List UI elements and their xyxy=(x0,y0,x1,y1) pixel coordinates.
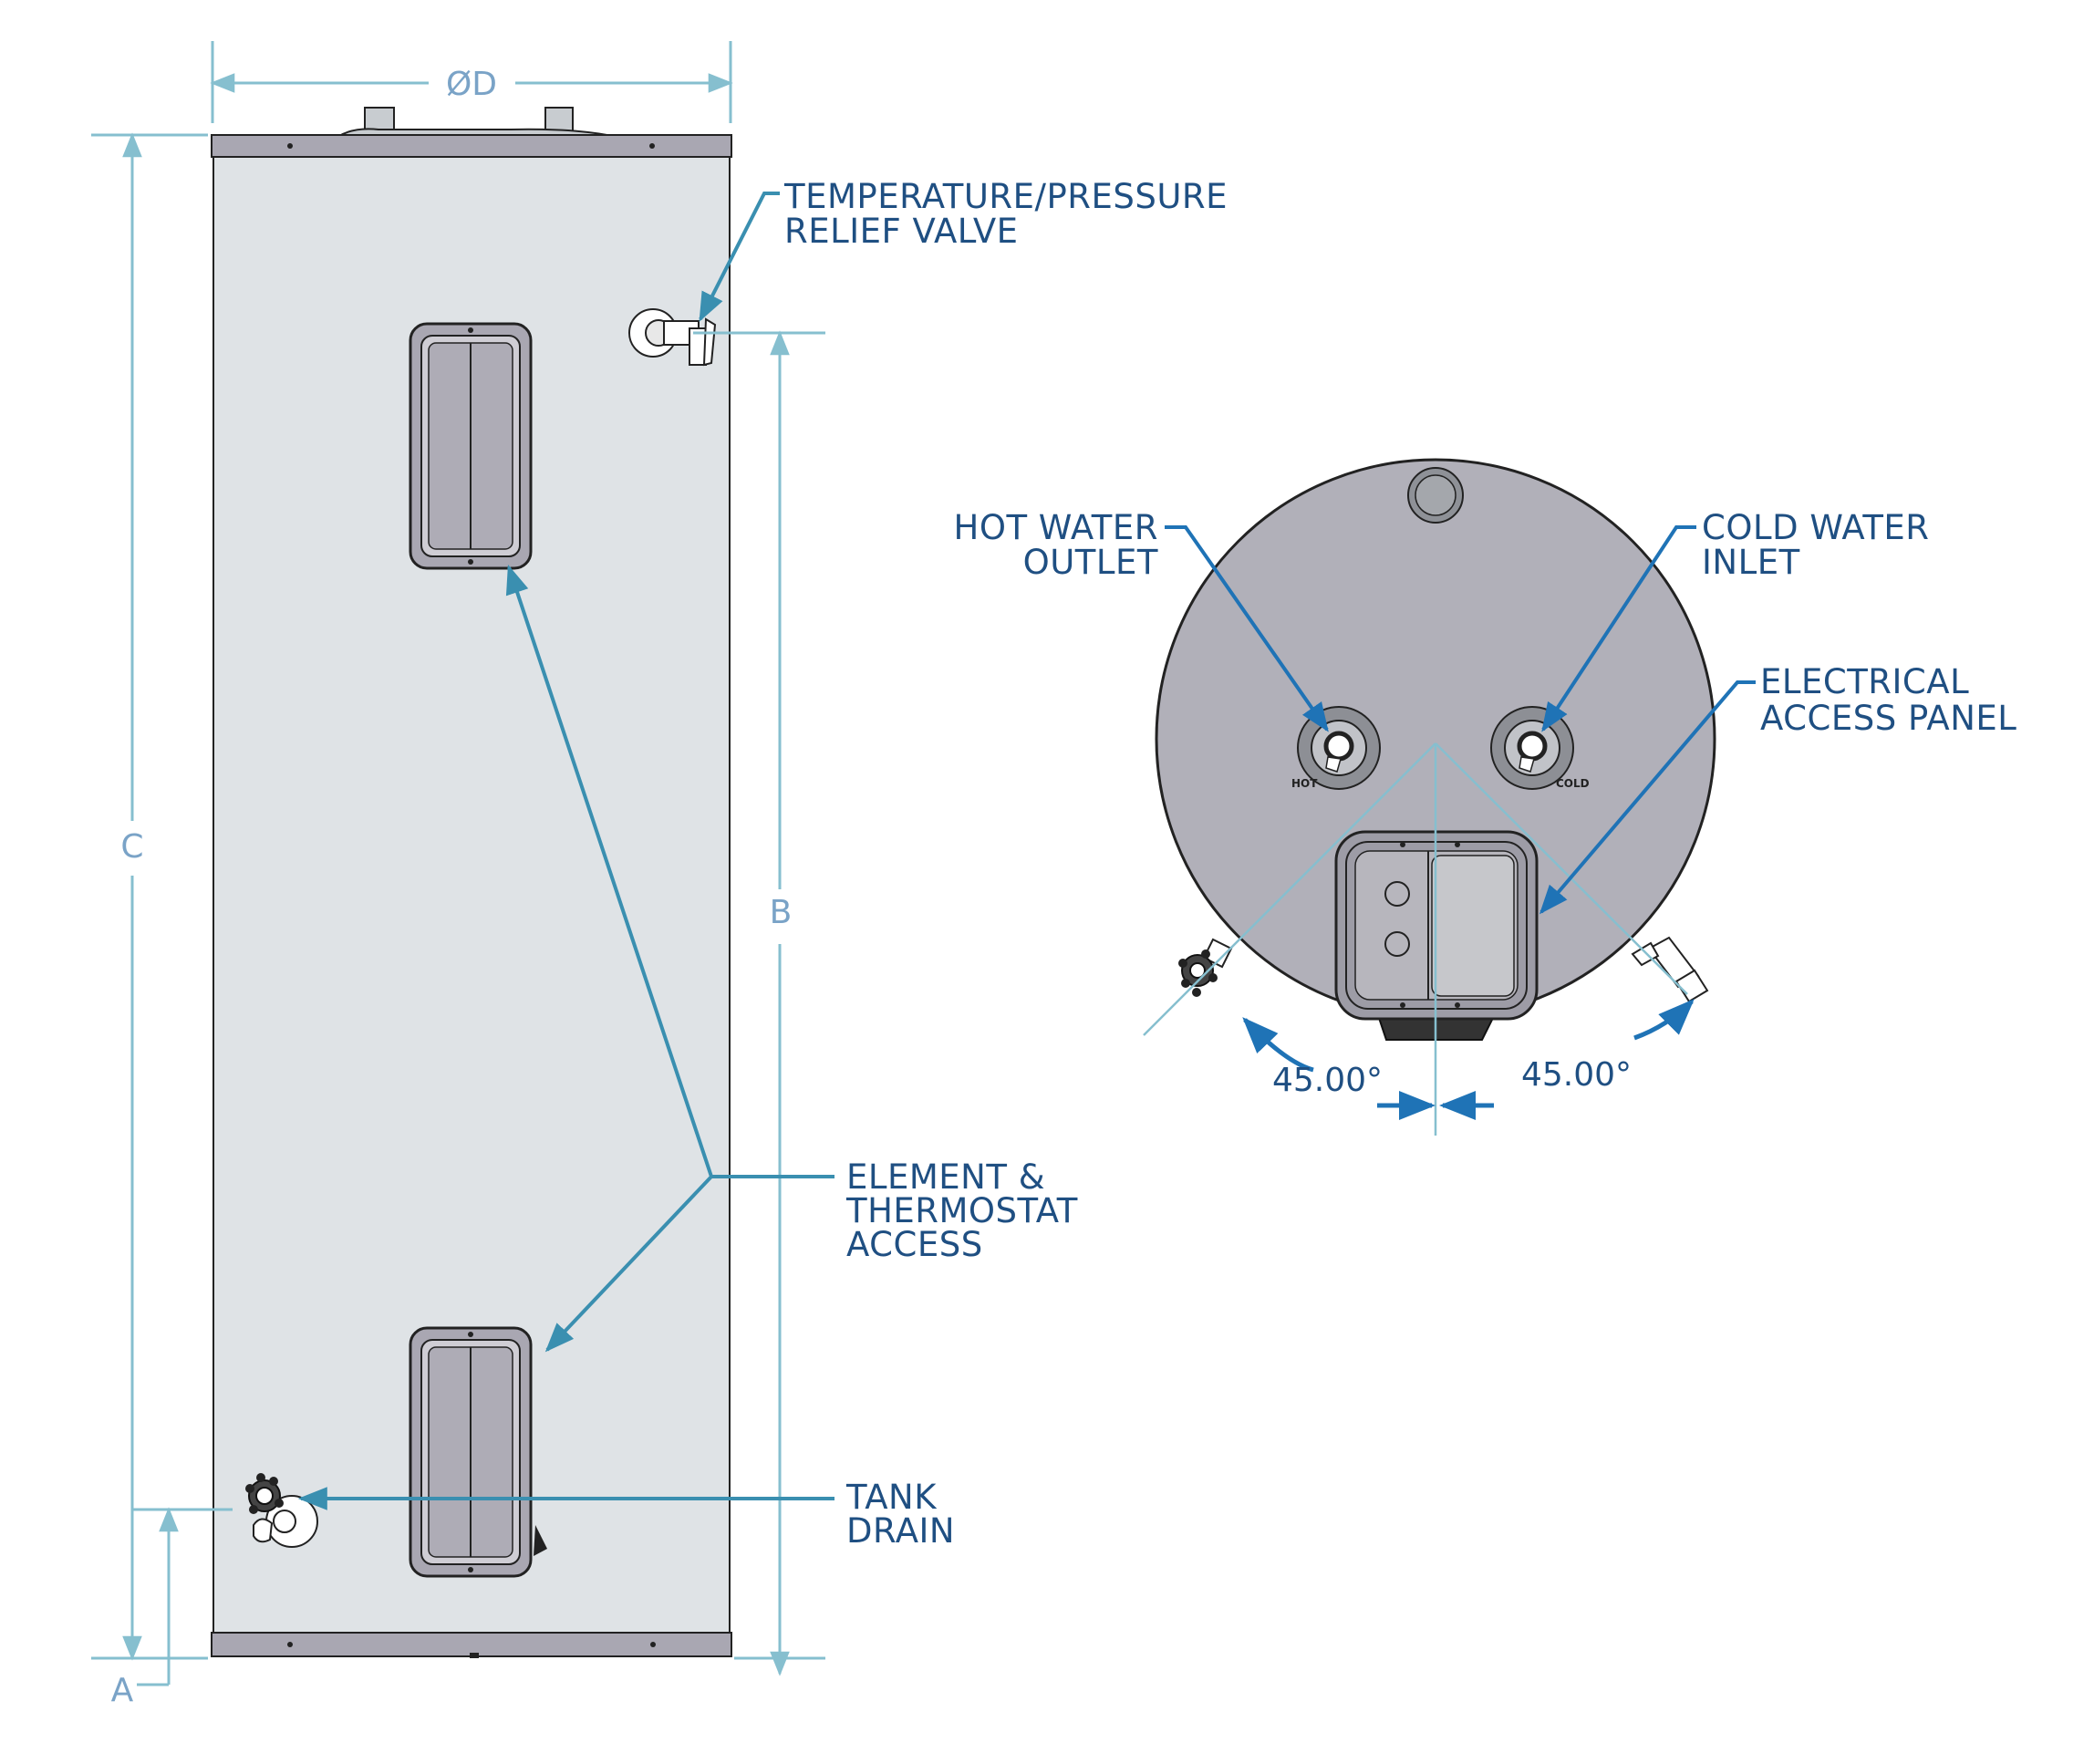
angle-left-label: 45.00° xyxy=(1272,1062,1383,1099)
height-a-label: A xyxy=(111,1672,134,1709)
hot-label-line1: HOT WATER xyxy=(954,508,1159,547)
drain-label-line1: TANK xyxy=(845,1478,938,1517)
electrical-label-line2: ACCESS PANEL xyxy=(1760,699,2016,738)
cold-label-line1: COLD WATER xyxy=(1702,508,1930,547)
top-dimensions xyxy=(1143,742,1688,1136)
element-label-line2: THERMOSTAT xyxy=(845,1191,1078,1230)
diameter-label: ØD xyxy=(446,66,497,103)
element-label-line1: ELEMENT & xyxy=(846,1157,1045,1197)
front-leaders xyxy=(297,192,834,1510)
front-view xyxy=(211,107,732,1658)
top-tp-valve xyxy=(1631,936,1709,1003)
tp-valve-label-line2: RELIEF VALVE xyxy=(784,212,1019,251)
electrical-label-line1: ELECTRICAL xyxy=(1760,662,1969,701)
top-leaders xyxy=(1165,525,1756,915)
tp-relief-valve xyxy=(628,308,717,367)
top-drain-valve xyxy=(1178,938,1233,997)
element-label-line3: ACCESS xyxy=(846,1225,983,1264)
cold-small-label: COLD xyxy=(1556,777,1590,790)
upper-access-panel xyxy=(409,322,533,570)
top-cap xyxy=(211,134,732,158)
cold-label-line2: INLET xyxy=(1702,543,1800,582)
lower-access-panel xyxy=(409,1326,547,1578)
top-view: HOT COLD xyxy=(1155,458,1716,1041)
front-dimensions xyxy=(91,41,825,1686)
angle-right-label: 45.00° xyxy=(1521,1056,1632,1094)
hot-label-line2: OUTLET xyxy=(1023,543,1158,582)
tp-valve-label-line1: TEMPERATURE/PRESSURE xyxy=(783,177,1228,216)
drain-label-line2: DRAIN xyxy=(846,1511,955,1551)
cold-water-port: COLD xyxy=(1490,706,1590,790)
hot-small-label: HOT xyxy=(1291,777,1318,790)
height-b-label: B xyxy=(770,894,793,931)
angle-arcs xyxy=(1242,999,1695,1120)
height-c-label: C xyxy=(120,828,143,866)
